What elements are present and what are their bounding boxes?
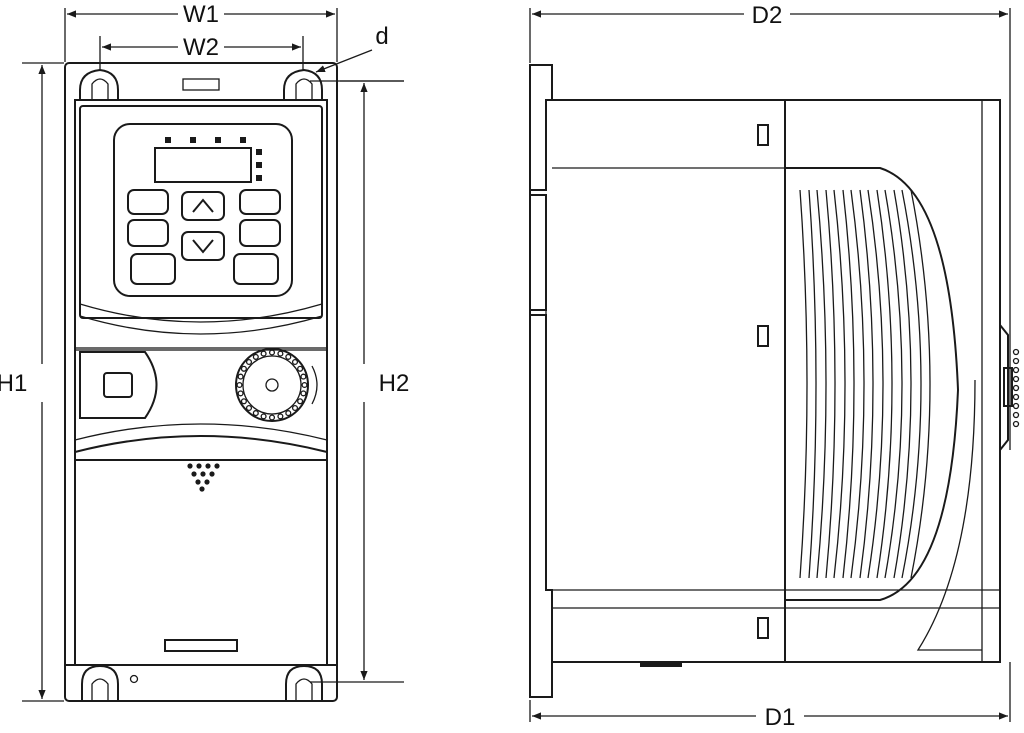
label-d2: D2 <box>752 2 783 29</box>
knurl-dot <box>277 350 284 357</box>
control-section <box>74 347 328 351</box>
vent-fin <box>816 189 827 579</box>
front-body <box>74 99 328 666</box>
knurl-dot <box>252 410 259 417</box>
side-slot-2 <box>757 325 769 347</box>
knurl-dot <box>240 365 247 372</box>
mount-hole-bottom-right <box>285 664 323 701</box>
front-dimensions <box>22 8 404 702</box>
connector-pin <box>1012 420 1020 428</box>
key-bottom-right <box>233 253 279 285</box>
vent-fin-edge <box>825 189 836 579</box>
knurl-dot <box>240 398 247 405</box>
knurl-dot <box>277 413 284 420</box>
side-slot-1 <box>757 124 769 146</box>
vent-fin <box>850 189 865 579</box>
knurl-dot <box>297 365 304 372</box>
key-right-2 <box>239 219 281 247</box>
vent-fin <box>799 189 808 579</box>
side-body <box>552 99 1001 663</box>
side-dimensions <box>529 8 1011 722</box>
mount-hole-bottom-left <box>81 664 119 701</box>
top-slot <box>182 78 220 91</box>
side-connector <box>999 324 1009 451</box>
knurl-dot <box>301 381 308 389</box>
mount-hole-top-right <box>283 68 323 100</box>
vent-dots <box>187 463 220 492</box>
potentiometer-knob <box>235 348 309 422</box>
connector-pin <box>1012 384 1020 392</box>
connector-pin <box>1012 375 1020 383</box>
key-left-1 <box>127 189 169 215</box>
knurl-dot <box>245 358 253 366</box>
knurl-dot <box>237 373 244 380</box>
vent-fin <box>884 189 903 579</box>
key-right-1 <box>239 189 281 215</box>
switch-button <box>103 372 133 398</box>
knurl-dot <box>285 353 292 360</box>
lower-cover-top <box>74 435 328 460</box>
vent-fin-edge <box>876 189 893 579</box>
connector-pin <box>1012 348 1020 356</box>
knurl-dot <box>300 373 307 380</box>
vent-fins <box>799 189 931 579</box>
side-front-curve <box>785 167 960 601</box>
knurl-dot <box>291 404 299 412</box>
knurl-dot <box>260 413 267 420</box>
vent-fin <box>833 189 846 579</box>
knurl-dot <box>236 381 243 389</box>
lcd-display <box>154 147 252 183</box>
front-housing <box>64 62 338 702</box>
knob-knurl <box>236 349 308 421</box>
knurl-dot <box>268 349 276 356</box>
vent-fin <box>867 189 884 579</box>
side-rail <box>529 64 553 698</box>
label-h2: H2 <box>379 370 410 397</box>
down-arrow-icon <box>192 239 214 254</box>
vent-fin-edge <box>893 189 912 579</box>
key-bottom-left <box>130 253 176 285</box>
label-w1: W1 <box>183 1 219 28</box>
side-slot-3 <box>757 617 769 639</box>
bottom-tab <box>640 662 682 667</box>
knurl-dot <box>260 350 267 357</box>
knurl-dot <box>300 390 307 397</box>
key-down <box>181 231 225 261</box>
mount-hole-top-left <box>79 68 119 100</box>
connector-pin <box>1012 357 1020 365</box>
knurl-dot <box>237 390 244 397</box>
vent-fin-edge <box>842 189 855 579</box>
vent-fin <box>901 189 922 579</box>
vent-fin-edge <box>910 189 931 579</box>
knurl-dot <box>291 358 299 366</box>
connector-pin <box>1012 402 1020 410</box>
knurl-dot <box>297 398 304 405</box>
side-view <box>529 64 1020 698</box>
label-h1: H1 <box>0 370 27 397</box>
connector-pin <box>1012 366 1020 374</box>
knurl-dot <box>245 404 253 412</box>
knurl-dot <box>268 414 276 421</box>
key-up <box>181 191 225 221</box>
label-w2: W2 <box>183 34 219 61</box>
connector-pin <box>1012 393 1020 401</box>
connector-pin <box>1012 411 1020 419</box>
up-arrow-icon <box>192 198 214 213</box>
knurl-dot <box>285 410 292 417</box>
key-left-2 <box>127 219 169 247</box>
keypad-frame <box>79 105 323 319</box>
front-view <box>64 62 338 702</box>
vent-fin-edge <box>859 189 874 579</box>
bottom-slot <box>164 639 238 652</box>
knurl-dot <box>252 353 259 360</box>
switch-housing <box>79 351 158 419</box>
vent-fin-edge <box>808 189 817 579</box>
keypad-lower-curve <box>79 315 323 335</box>
label-d1: D1 <box>765 704 796 731</box>
label-d: d <box>375 23 388 50</box>
keypad-bezel <box>113 123 293 297</box>
